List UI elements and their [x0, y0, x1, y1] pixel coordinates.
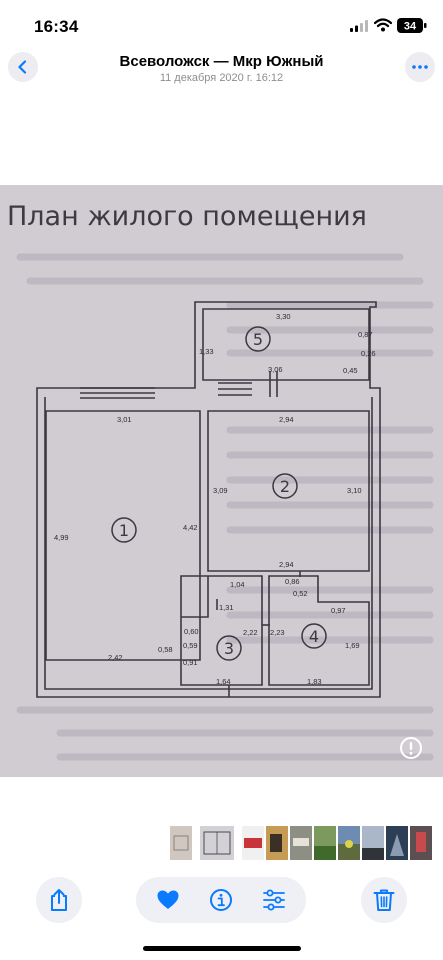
photo-actions-group [136, 877, 306, 923]
room-number-3: 3 [224, 639, 234, 658]
dimension-label: 0,59 [183, 641, 198, 650]
room-number-5: 5 [253, 330, 263, 349]
dimension-label: 3,30 [276, 312, 291, 321]
dimension-label: 0,87 [358, 330, 373, 339]
dimension-label: 1,83 [307, 677, 322, 686]
dimension-label: 4,99 [54, 533, 69, 542]
dimension-label: 0,45 [343, 366, 358, 375]
home-indicator[interactable] [143, 946, 301, 951]
thumbnail[interactable] [386, 826, 408, 860]
ellipsis-icon [412, 65, 428, 69]
dimension-label: 4,42 [183, 523, 198, 532]
floor-plan-image: План жилого помещения [0, 185, 443, 777]
thumbnail[interactable] [410, 826, 432, 860]
dimension-label: 0,58 [158, 645, 173, 654]
dimension-label: 2,22 [243, 628, 258, 637]
photo[interactable]: План жилого помещения [0, 185, 443, 777]
battery-level: 34 [404, 21, 417, 33]
thumbnail-selected[interactable] [200, 826, 234, 860]
dimension-label: 3,09 [213, 486, 228, 495]
share-icon [51, 889, 67, 911]
dimension-label: 2,94 [279, 415, 294, 424]
dimension-label: 3,06 [268, 365, 283, 374]
dimension-label: 1,64 [216, 677, 231, 686]
wifi-icon [374, 18, 392, 32]
photo-date: 11 декабря 2020 г. 16:12 [159, 72, 284, 84]
thumbnail-strip[interactable] [170, 826, 432, 860]
status-time: 16:34 [34, 17, 79, 36]
dimension-label: 0,52 [293, 589, 308, 598]
plan-heading: План жилого помещения [7, 201, 367, 232]
room-number-4: 4 [309, 627, 319, 646]
heart-icon[interactable] [156, 888, 180, 912]
dimension-label: 1,31 [219, 603, 234, 612]
dimension-label: 2,94 [279, 560, 294, 569]
dimension-label: 0,91 [183, 658, 198, 667]
thumbnail[interactable] [266, 826, 288, 860]
share-button[interactable] [36, 877, 82, 923]
thumbnail[interactable] [290, 826, 312, 860]
more-button[interactable] [405, 52, 435, 82]
dimension-label: 0,97 [331, 606, 346, 615]
status-bar: 16:34 34 [0, 0, 443, 50]
room-number-1: 1 [119, 521, 129, 540]
adjust-icon[interactable] [262, 888, 286, 912]
dimension-label: 0,26 [361, 349, 376, 358]
delete-button[interactable] [361, 877, 407, 923]
thumbnail[interactable] [170, 826, 192, 860]
back-button[interactable] [8, 52, 38, 82]
dimension-label: 3,01 [117, 415, 132, 424]
chevron-left-icon [18, 60, 27, 74]
thumbnail[interactable] [362, 826, 384, 860]
thumbnail[interactable] [314, 826, 336, 860]
dimension-label: 3,10 [347, 486, 362, 495]
dimension-label: 2,42 [108, 653, 123, 662]
photo-title: Всеволожск — Мкр Южный [119, 53, 324, 70]
dimension-label: 0,60 [184, 627, 199, 636]
dimension-label: 1,04 [230, 580, 245, 589]
thumbnail[interactable] [338, 826, 360, 860]
dimension-label: 2,23 [270, 628, 285, 637]
info-icon[interactable] [209, 888, 233, 912]
battery-icon: 34 [397, 18, 427, 33]
dimension-label: 1,69 [345, 641, 360, 650]
signal-icon [350, 20, 368, 32]
room-number-2: 2 [280, 477, 290, 496]
dimension-label: 0,86 [285, 577, 300, 586]
live-text-icon[interactable] [399, 736, 423, 760]
dimension-label: 1,33 [199, 347, 214, 356]
thumbnail[interactable] [242, 826, 264, 860]
trash-icon [373, 889, 395, 911]
nav-bar: Всеволожск — Мкр Южный 11 декабря 2020 г… [0, 50, 443, 92]
